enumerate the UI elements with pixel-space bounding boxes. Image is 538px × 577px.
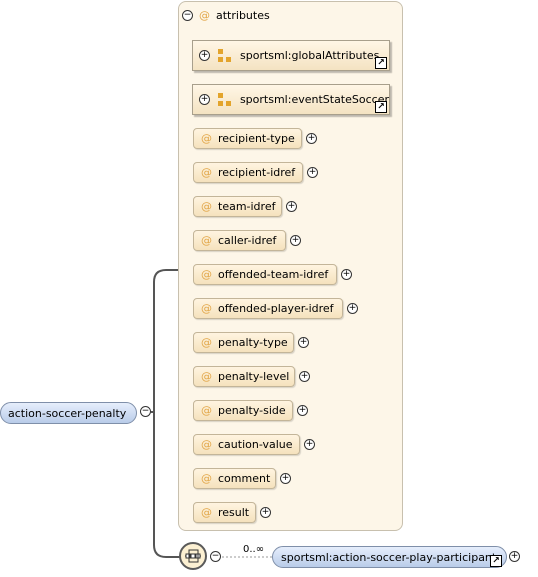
attribute-group-icon <box>217 92 232 107</box>
attribute-label: penalty-type <box>218 336 288 349</box>
expand-icon[interactable]: + <box>298 337 309 348</box>
attribute-penalty-type[interactable]: @ penalty-type + <box>193 332 309 353</box>
sequence-icon <box>185 549 201 563</box>
attribute-label: recipient-idref <box>218 166 296 179</box>
expand-icon[interactable]: + <box>306 133 317 144</box>
attribute-label: penalty-level <box>218 370 290 383</box>
occurrence-label: 0..∞ <box>243 544 265 555</box>
collapse-icon[interactable]: − <box>140 406 151 417</box>
at-icon: @ <box>201 506 212 519</box>
at-icon: @ <box>201 472 212 485</box>
collapse-icon[interactable]: − <box>182 9 193 21</box>
attribute-result[interactable]: @ result + <box>193 502 271 523</box>
expand-icon[interactable]: + <box>307 167 318 178</box>
group-ref-event-state-soccer[interactable]: + sportsml:eventStateSoccer ↗ <box>192 84 390 115</box>
expand-icon[interactable]: + <box>341 269 352 280</box>
expand-icon[interactable]: + <box>299 371 310 382</box>
attribute-label: recipient-type <box>218 132 295 145</box>
attribute-label: comment <box>218 472 271 485</box>
expand-icon[interactable]: + <box>260 507 271 518</box>
group-ref-global-attributes[interactable]: + sportsml:globalAttributes ↗ <box>192 40 390 71</box>
expand-icon[interactable]: + <box>509 551 520 562</box>
expand-icon[interactable]: + <box>199 94 210 105</box>
attributes-header: − @ attributes <box>182 8 270 22</box>
at-icon: @ <box>201 200 212 213</box>
collapse-icon[interactable]: − <box>210 551 221 562</box>
expand-icon[interactable]: + <box>286 201 297 212</box>
at-icon: @ <box>201 404 212 417</box>
group-label: sportsml:globalAttributes <box>240 49 380 62</box>
attribute-label: caller-idref <box>218 234 277 247</box>
at-icon: @ <box>201 438 212 451</box>
attribute-group-icon <box>218 48 232 63</box>
at-icon: @ <box>201 166 212 179</box>
at-icon: @ <box>201 234 212 247</box>
child-element-ref[interactable]: sportsml:action-soccer-play-participant … <box>272 546 507 568</box>
root-element-label: action-soccer-penalty <box>8 406 127 420</box>
at-icon: @ <box>199 8 210 22</box>
at-icon: @ <box>201 336 212 349</box>
attribute-label: caution-value <box>218 438 293 451</box>
expand-icon[interactable]: + <box>280 473 291 484</box>
reference-link-icon[interactable]: ↗ <box>375 101 387 113</box>
attribute-recipient-idref[interactable]: @ recipient-idref + <box>193 162 318 183</box>
root-element[interactable]: action-soccer-penalty <box>0 402 137 424</box>
attribute-recipient-type[interactable]: @ recipient-type + <box>193 128 317 149</box>
attribute-caution-value[interactable]: @ caution-value + <box>193 434 315 455</box>
attribute-label: offended-team-idref <box>218 268 329 281</box>
attribute-penalty-level[interactable]: @ penalty-level + <box>193 366 310 387</box>
at-icon: @ <box>201 370 212 383</box>
attribute-offended-team-idref[interactable]: @ offended-team-idref + <box>193 264 352 285</box>
attribute-offended-player-idref[interactable]: @ offended-player-idref + <box>193 298 358 319</box>
child-element-label: sportsml:action-soccer-play-participant <box>281 550 497 564</box>
attribute-team-idref[interactable]: @ team-idref + <box>193 196 297 217</box>
attribute-penalty-side[interactable]: @ penalty-side + <box>193 400 308 421</box>
at-icon: @ <box>201 302 212 315</box>
attribute-comment[interactable]: @ comment + <box>193 468 291 489</box>
attributes-title: attributes <box>216 8 270 22</box>
group-label: sportsml:eventStateSoccer <box>239 93 389 106</box>
reference-link-icon[interactable]: ↗ <box>490 555 502 567</box>
sequence-compositor[interactable] <box>179 542 207 570</box>
reference-link-icon[interactable]: ↗ <box>375 57 387 69</box>
expand-icon[interactable]: + <box>290 235 301 246</box>
expand-icon[interactable]: + <box>304 439 315 450</box>
attribute-label: penalty-side <box>218 404 286 417</box>
expand-icon[interactable]: + <box>297 405 308 416</box>
attribute-caller-idref[interactable]: @ caller-idref + <box>193 230 301 251</box>
expand-icon[interactable]: + <box>347 303 358 314</box>
at-icon: @ <box>201 268 212 281</box>
attribute-label: offended-player-idref <box>218 302 334 315</box>
attribute-label: result <box>218 506 250 519</box>
expand-icon[interactable]: + <box>199 50 210 61</box>
attribute-label: team-idref <box>218 200 276 213</box>
at-icon: @ <box>201 132 212 145</box>
